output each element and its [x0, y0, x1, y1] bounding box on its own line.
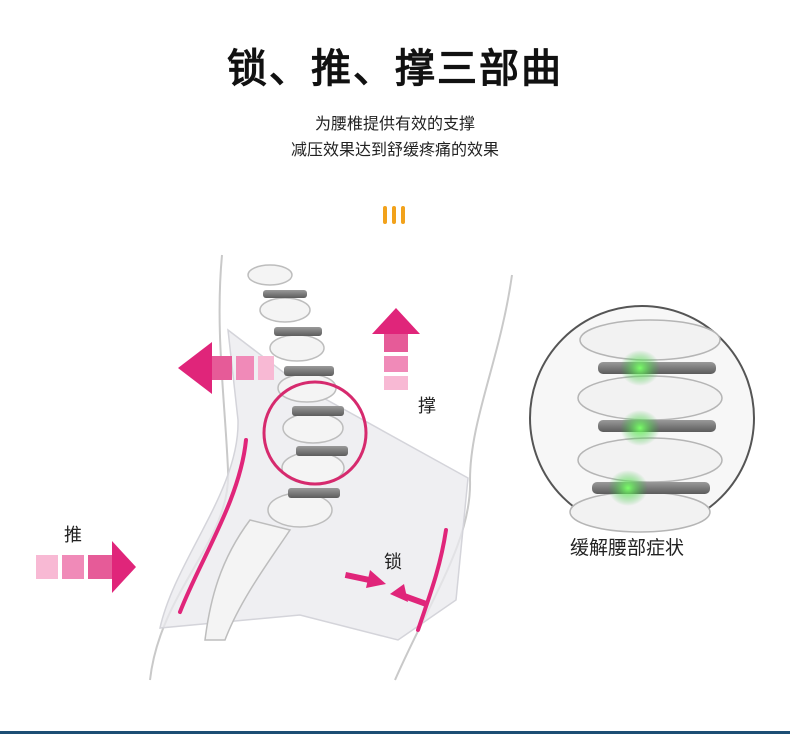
detail-magnifier — [529, 305, 755, 533]
label-support: 撑 — [418, 396, 436, 417]
brace-strip-right — [416, 528, 448, 632]
subtitle-line-2: 减压效果达到舒缓疼痛的效果 — [290, 140, 499, 159]
lock-arrows-icon — [344, 570, 427, 607]
arrow-right-icon — [36, 541, 136, 593]
label-lock: 锁 — [384, 552, 402, 573]
spine-vertebrae — [204, 264, 348, 641]
page-title: 锁、推、撑三部曲 — [227, 46, 563, 92]
divider-bars-icon — [381, 206, 409, 226]
label-relief: 缓解腰部症状 — [570, 537, 685, 559]
label-push: 推 — [64, 525, 82, 546]
subtitle-line-1: 为腰椎提供有效的支撑 — [314, 114, 475, 133]
arrow-up-icon — [372, 308, 420, 390]
focus-circle — [262, 380, 368, 486]
brace-strip-left — [178, 438, 248, 614]
arrow-left-icon — [178, 342, 274, 394]
bottom-divider — [0, 731, 790, 734]
